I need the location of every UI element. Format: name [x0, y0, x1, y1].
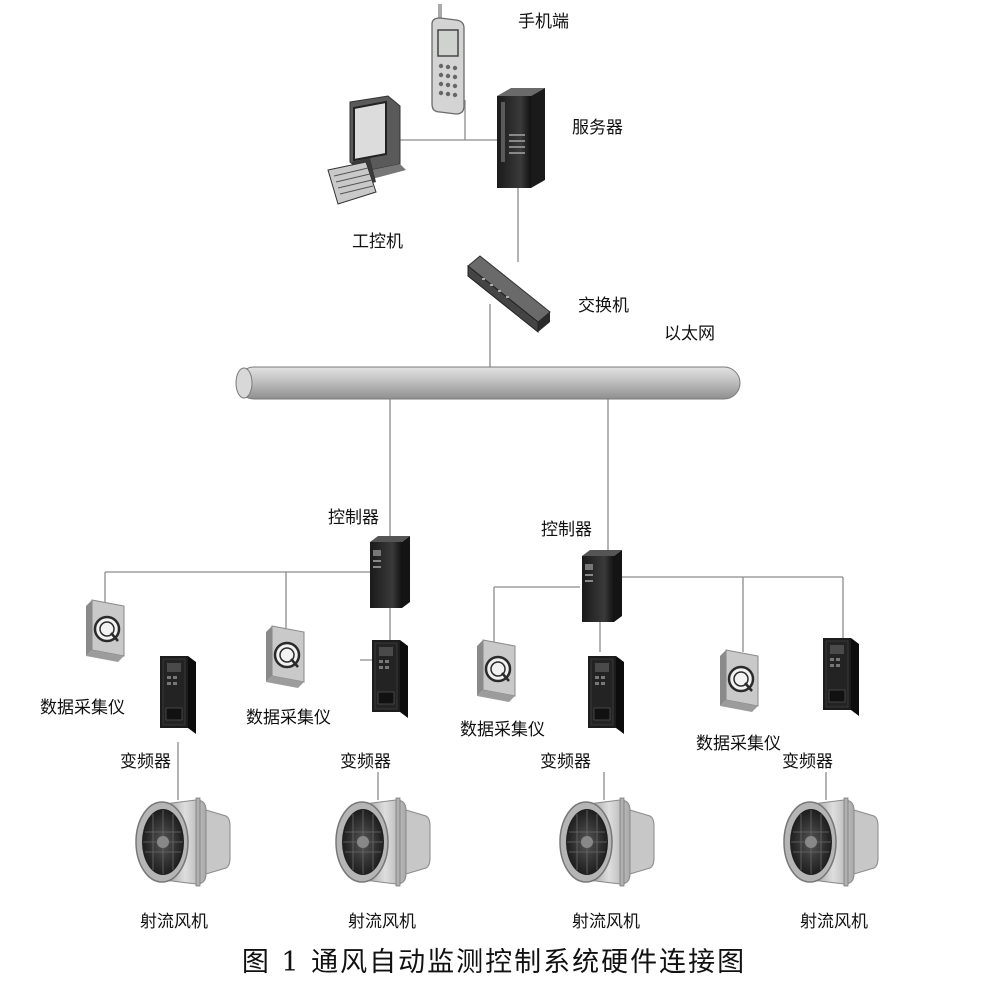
label-collector-4: 数据采集仪 [696, 734, 781, 754]
jet-fan-3-icon [559, 797, 655, 887]
label-collector-2: 数据采集仪 [246, 708, 331, 728]
controller-right-icon [582, 550, 622, 622]
label-inverter-4: 变频器 [782, 752, 833, 772]
label-switch: 交换机 [578, 296, 629, 316]
data-collector-2-icon [264, 624, 306, 690]
label-server: 服务器 [572, 118, 623, 138]
label-inverter-1: 变频器 [120, 752, 171, 772]
label-inverter-2: 变频器 [340, 752, 391, 772]
label-industrial-pc: 工控机 [352, 232, 403, 252]
data-collector-1-icon [84, 598, 126, 664]
label-controller-right: 控制器 [541, 520, 592, 540]
industrial-pc-icon [327, 95, 406, 205]
inverter-1-icon [159, 655, 197, 735]
inverter-4-icon [822, 637, 860, 717]
figure-caption: 图 1 通风自动监测控制系统硬件连接图 [241, 947, 747, 978]
network-switch-icon [467, 255, 551, 334]
controller-left-icon [370, 536, 410, 608]
label-fan-4: 射流风机 [800, 912, 868, 932]
inverter-2-icon [371, 639, 409, 719]
data-collector-4-icon [718, 648, 760, 714]
label-ethernet: 以太网 [664, 324, 715, 344]
label-controller-left: 控制器 [328, 508, 379, 528]
label-collector-1: 数据采集仪 [40, 698, 125, 718]
jet-fan-4-icon [783, 797, 879, 887]
jet-fan-2-icon [335, 797, 431, 887]
label-collector-3: 数据采集仪 [460, 720, 545, 740]
ethernet-bus [235, 366, 741, 400]
connection-lines [104, 100, 844, 800]
label-fan-2: 射流风机 [348, 912, 416, 932]
label-inverter-3: 变频器 [540, 752, 591, 772]
data-collector-3-icon [475, 638, 517, 704]
server-icon [497, 88, 545, 188]
label-fan-3: 射流风机 [572, 912, 640, 932]
label-phone: 手机端 [518, 12, 569, 32]
jet-fan-1-icon [135, 797, 231, 887]
label-fan-1: 射流风机 [140, 912, 208, 932]
inverter-3-icon [587, 655, 625, 735]
mobile-phone-icon [431, 4, 465, 115]
